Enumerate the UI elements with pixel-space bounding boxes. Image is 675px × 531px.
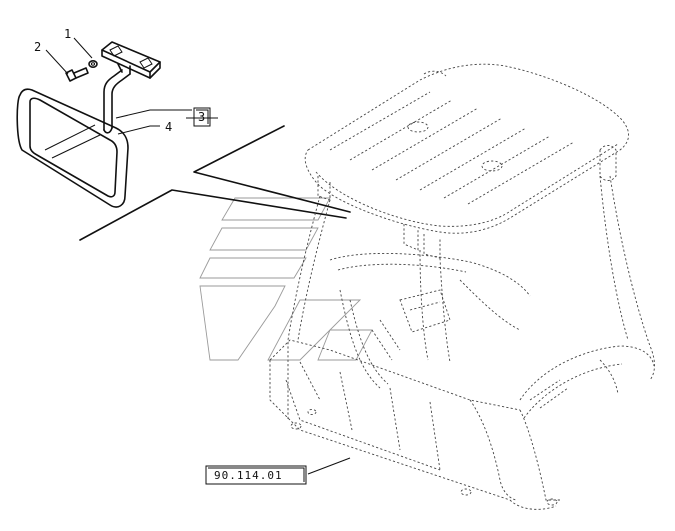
callout-1: 1 (64, 27, 71, 41)
callout-leaders (45, 37, 218, 135)
callout-3: 3 (198, 110, 205, 124)
callout-4: 4 (165, 120, 172, 134)
reference-label: 90.114.01 (214, 469, 283, 482)
bolt (65, 69, 77, 82)
watermark-logo (199, 197, 373, 361)
reference-box: 90.114.01 (205, 457, 351, 485)
cab-pillar-front-left (287, 195, 321, 420)
cab-pillar-center (419, 249, 451, 363)
callout-2: 2 (34, 40, 41, 54)
washer (88, 59, 98, 68)
mirror-arm (103, 69, 123, 131)
mirror-assembly (16, 41, 161, 208)
cab-pillar-rear (609, 175, 655, 381)
mirror-glass (29, 97, 118, 198)
mounting-bracket (101, 41, 161, 73)
mirror-head (16, 88, 129, 208)
reference-lines (79, 125, 351, 241)
callout-3-box: 3 (193, 107, 211, 127)
cab-roof (304, 63, 629, 234)
cab-lower-frame (269, 339, 521, 411)
cab-frame (269, 63, 655, 510)
